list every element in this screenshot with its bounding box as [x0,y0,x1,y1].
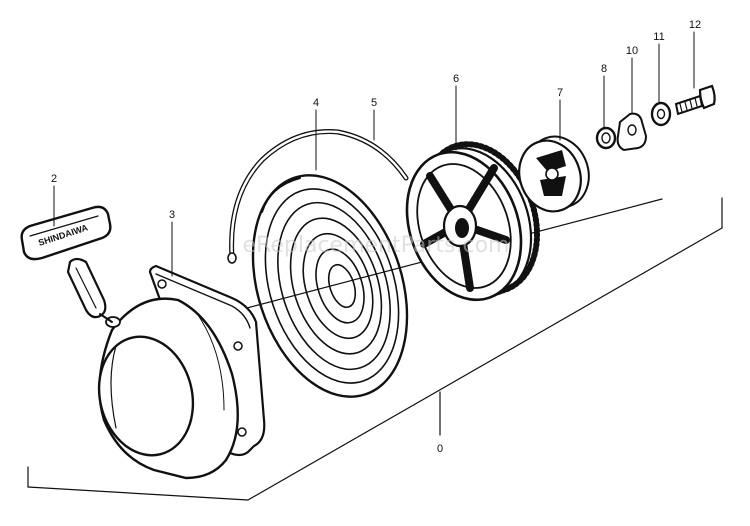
callout-3: 3 [169,209,175,221]
bolt-12 [674,84,716,116]
starter-rope [227,129,409,264]
callout-10: 10 [626,45,638,57]
washer-11 [650,101,672,127]
starter-handle: SHINDAIWA [20,205,113,323]
callout-7: 7 [557,87,563,99]
callout-labels: 0 2 3 4 5 6 7 8 10 11 12 [51,19,701,455]
tab-washer-10 [616,112,648,152]
callout-8: 8 [601,63,607,75]
rope-pulley [405,141,541,302]
callout-2: 2 [51,173,57,185]
ratchet-hub [518,135,590,213]
callout-0: 0 [437,443,443,455]
recoil-spring [251,174,409,398]
callout-11: 11 [653,31,664,43]
callout-12: 12 [689,19,701,31]
starter-housing [97,264,266,480]
leader-lines [53,31,695,277]
callout-5: 5 [371,97,377,109]
callout-6: 6 [453,73,459,85]
washer-8 [595,126,617,150]
callout-4: 4 [313,97,319,109]
watermark: eReplacementParts.com [243,233,510,258]
